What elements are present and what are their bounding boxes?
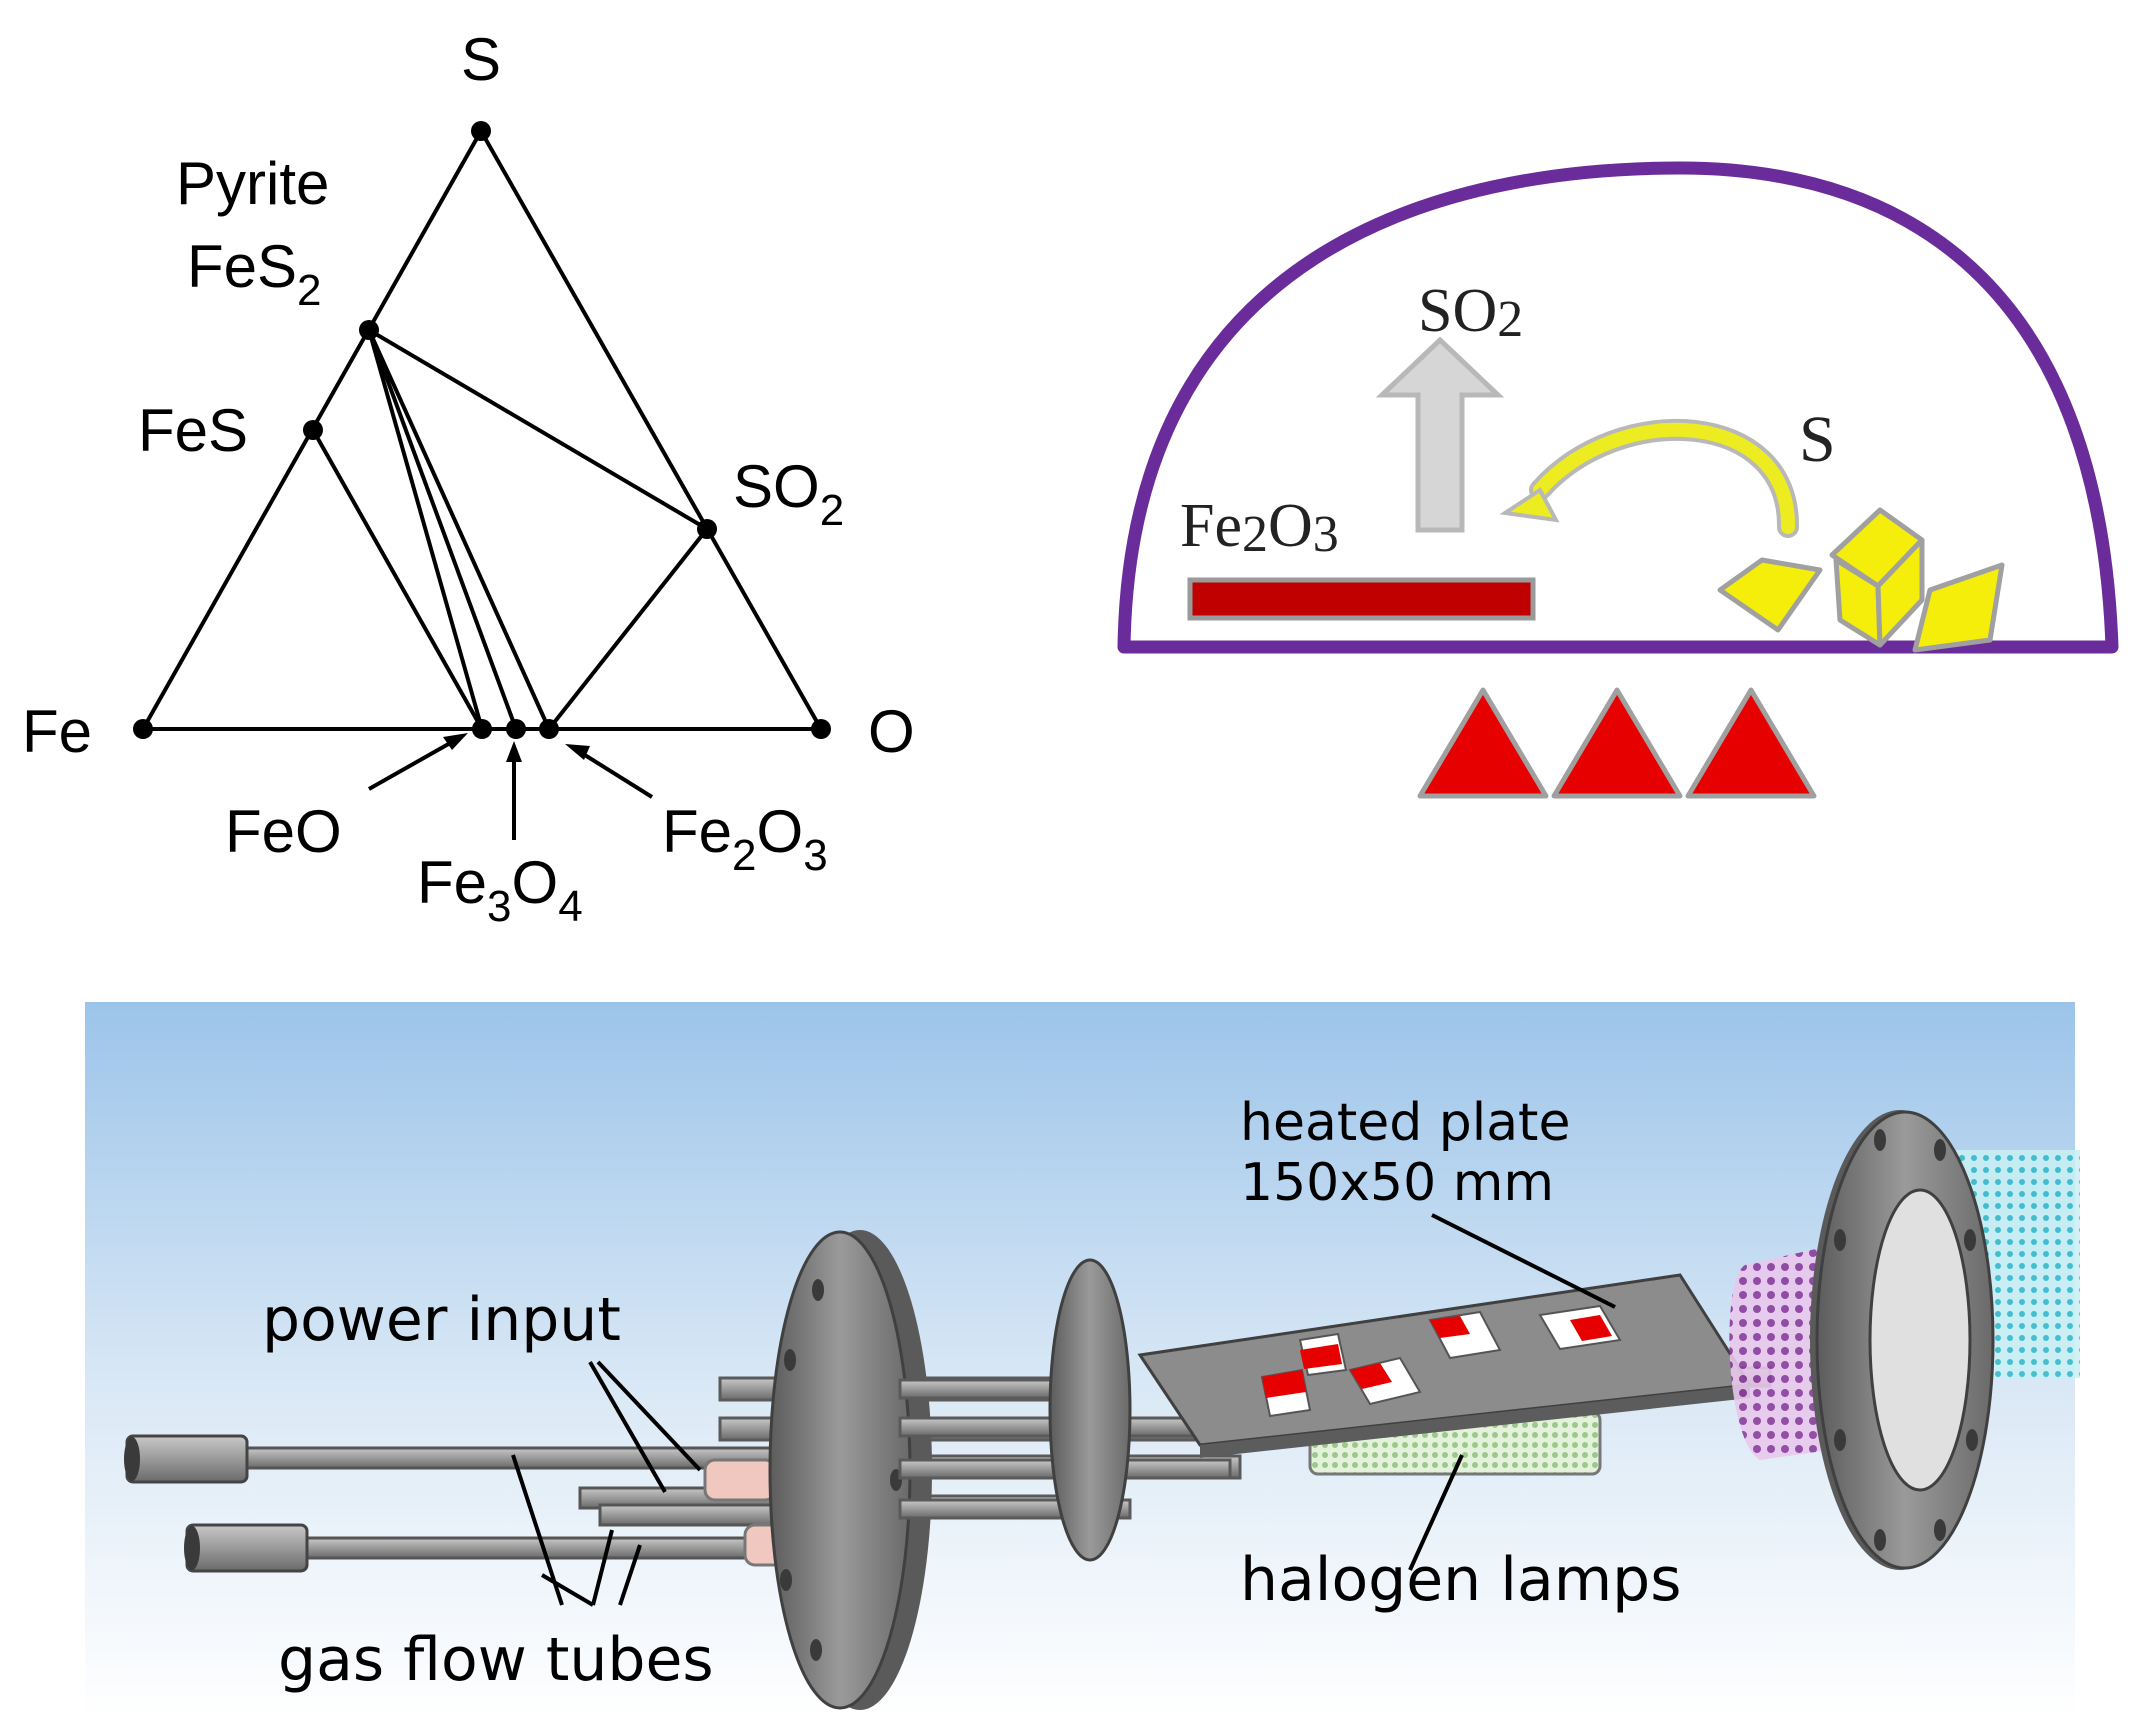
label-heated-plate: heated plate	[1240, 1093, 1570, 1153]
sulfur-crystal-5	[1912, 562, 2005, 653]
bolt-hole	[1966, 1429, 1978, 1451]
sulfur-crystals	[1717, 507, 2005, 653]
sample	[1350, 1363, 1392, 1389]
bolt-hole	[784, 1349, 796, 1371]
samples	[1260, 1304, 1622, 1418]
sulfur-arc	[1533, 422, 1796, 534]
point-fe	[133, 719, 153, 739]
fitting-1	[125, 1434, 249, 1484]
reactor-schematic: SO2 S Fe2O3	[1117, 161, 2119, 799]
right-flange-bolt-holes	[1834, 1129, 1978, 1551]
point-fes	[303, 420, 323, 440]
leader-heated-plate	[1431, 1213, 1616, 1309]
arrowhead-fe2o3	[565, 744, 590, 760]
bolt-hole	[1934, 1519, 1946, 1541]
arrow-fe2o3	[578, 750, 654, 799]
label-gas-flow-tubes: gas flow tubes	[278, 1625, 714, 1695]
label-fe2o3: Fe2O3	[662, 798, 828, 880]
fitting-2-end	[184, 1526, 200, 1570]
heated-plate-edge	[1200, 1385, 1750, 1458]
leader-halogen	[1408, 1454, 1464, 1571]
right-flange-bore	[1868, 1188, 1972, 1492]
reactor-label-s: S	[1799, 403, 1836, 476]
label-so2: SO2	[733, 453, 844, 535]
bolt-hole	[1964, 1229, 1976, 1251]
gas-tube-1	[238, 1446, 782, 1470]
dome	[1117, 161, 2119, 654]
sulfur-crystal-1	[1717, 557, 1823, 633]
reactor-label-fe2o3: Fe2O3	[1180, 492, 1339, 563]
bolt-hole	[1834, 1229, 1846, 1251]
ternary-points	[133, 121, 831, 739]
sample	[1570, 1315, 1612, 1341]
heater-flame-2	[1551, 687, 1683, 799]
bolt-hole	[1934, 1139, 1946, 1161]
leader-gas-4	[540, 1573, 595, 1607]
label-fe: Fe	[22, 698, 92, 765]
point-so2	[697, 519, 717, 539]
tieline-fes2-fe3o4	[367, 329, 518, 730]
label-plate-size: 150x50 mm	[1240, 1153, 1554, 1213]
sulfur-crystal-4	[1875, 537, 1925, 648]
reactor-label-so2: SO2	[1418, 277, 1523, 348]
left-flange-face	[768, 1230, 912, 1710]
sample	[1300, 1344, 1342, 1369]
bolt-hole	[1834, 1429, 1846, 1451]
label-power-input: power input	[262, 1285, 621, 1355]
bolt-hole	[1874, 1529, 1886, 1551]
label-pyrite: Pyrite	[176, 150, 329, 217]
right-flange	[1810, 1110, 1995, 1570]
so2-arrow-icon	[1375, 336, 1505, 533]
leader-gas-3	[618, 1544, 642, 1606]
leader-power-input-1	[588, 1361, 667, 1493]
sulfur-arrowhead-icon	[1499, 487, 1560, 523]
point-feo	[472, 719, 492, 739]
cad-illustration: heated plate 150x50 mm power input gas f…	[85, 1002, 2080, 1719]
arrowhead-feo	[443, 733, 468, 750]
bolt-hole	[810, 1639, 822, 1661]
heater-flame-3	[1685, 687, 1817, 799]
bolt-hole	[1874, 1129, 1886, 1151]
label-o: O	[868, 698, 915, 765]
heater-flame-1	[1417, 687, 1549, 799]
point-s	[471, 121, 491, 141]
point-o	[811, 719, 831, 739]
fe2o3-plate	[1187, 577, 1536, 621]
tieline-so2-fe2o3	[547, 527, 709, 731]
tieline-fes2-feo	[367, 329, 484, 730]
power-rod-2	[598, 1503, 782, 1527]
label-s: S	[461, 26, 501, 93]
heater	[1417, 687, 1817, 799]
arrowhead-fe3o4	[506, 741, 522, 762]
edge-s-o	[479, 130, 823, 730]
label-halogen-lamps: halogen lamps	[1240, 1545, 1682, 1615]
label-fes2: FeS2	[187, 233, 322, 315]
bolt-hole	[780, 1569, 792, 1591]
label-feo: FeO	[225, 798, 342, 865]
tieline-fes2-fe2o3	[367, 329, 551, 730]
point-fe3o4	[506, 719, 526, 739]
tieline-fes2-so2	[367, 328, 709, 531]
tieline-fes-feo	[311, 429, 484, 730]
leader-power-input-2	[596, 1360, 702, 1472]
left-flange	[768, 1230, 932, 1710]
support-disk	[1048, 1258, 1132, 1562]
bolt-hole	[812, 1279, 824, 1301]
sample	[1430, 1316, 1470, 1338]
fitting-1-end	[124, 1437, 140, 1481]
point-fes2	[359, 320, 379, 340]
label-fes: FeS	[138, 397, 248, 464]
leader-lines	[511, 1213, 1616, 1607]
label-fe3o4: Fe3O4	[417, 849, 583, 931]
ceramic-1	[703, 1458, 777, 1502]
sample	[1262, 1370, 1306, 1398]
gas-tubes	[124, 1434, 852, 1573]
leader-gas-2	[591, 1529, 614, 1606]
fitting-2	[185, 1523, 309, 1573]
point-fe2o3	[539, 719, 559, 739]
ternary-diagram	[141, 130, 823, 840]
arrow-feo	[368, 740, 453, 791]
